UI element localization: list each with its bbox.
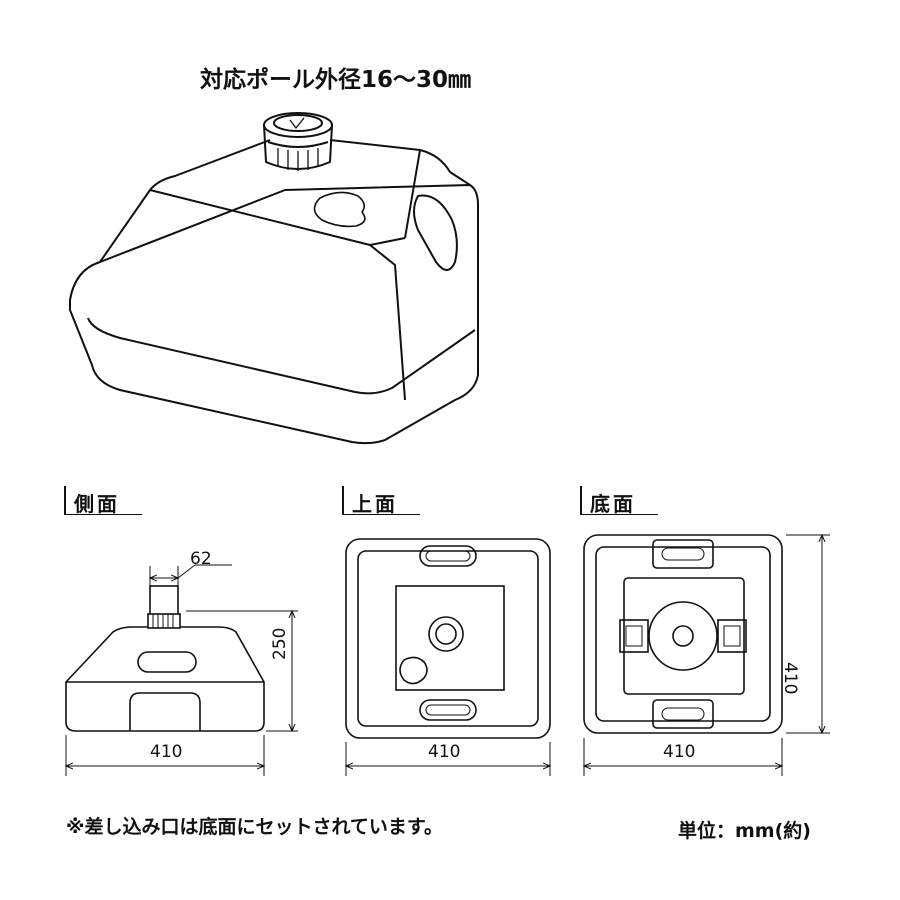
bottom-view-dimensions — [584, 535, 830, 776]
top-title-underline — [342, 514, 420, 515]
side-pole-dimension: 62 — [190, 549, 212, 569]
inlet-note: ※差し込み口は底面にセットされています。 — [66, 816, 444, 838]
bottom-view-title: 底面 — [590, 492, 636, 516]
pole-diameter-label: 対応ポール外径16～30㎜ — [200, 67, 472, 93]
bottom-view — [583, 534, 783, 734]
top-width-dimension: 410 — [428, 742, 461, 762]
top-view-title: 上面 — [352, 492, 398, 516]
bottom-title-bar — [580, 486, 582, 514]
side-height-dimension: 250 — [270, 627, 290, 660]
side-view — [65, 585, 265, 732]
side-view-title: 側面 — [74, 492, 120, 516]
side-title-bar — [64, 486, 66, 514]
bottom-width-dimension: 410 — [663, 742, 696, 762]
top-title-bar — [342, 486, 344, 514]
side-view-dimensions — [66, 564, 298, 776]
side-title-underline — [64, 514, 142, 515]
top-view — [345, 538, 551, 739]
unit-label: 単位：mm(約) — [678, 820, 811, 842]
base-isometric-view — [69, 112, 479, 445]
bottom-height-dimension: 410 — [780, 662, 800, 695]
top-view-dimensions — [346, 742, 550, 776]
bottom-title-underline — [580, 514, 658, 515]
side-width-dimension: 410 — [150, 742, 183, 762]
